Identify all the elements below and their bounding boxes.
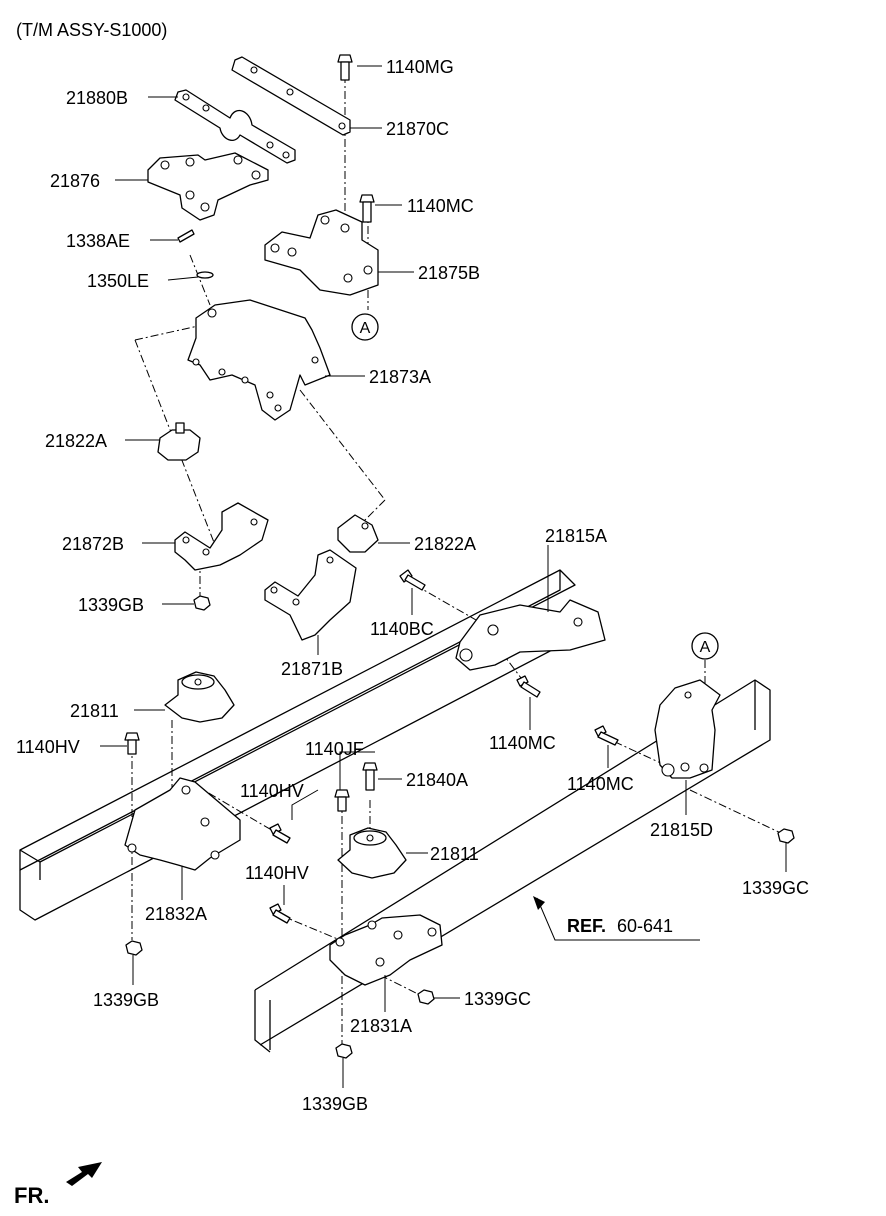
insulator-21822A-lower [337,514,379,553]
bolt-1140MC-mid-icon [516,675,541,698]
frame-rail-left [19,569,601,921]
bracket-21871B [264,549,357,641]
engine-mount-21811-right [337,827,407,879]
label-1140MC-right: 1140MC [567,774,634,794]
part-labels: 1140MG 21880B 21870C 21876 1140MC 1338AE… [16,57,809,1114]
plate-21880B [174,89,296,164]
callout-a-top: A [351,313,379,341]
label-21811-right: 21811 [430,844,479,864]
label-1350LE: 1350LE [87,271,149,291]
label-21815A: 21815A [545,526,607,546]
front-direction-indicator: FR. [14,1162,102,1208]
label-1140JF: 1140JF [305,739,364,759]
bracket-21815D [654,679,721,779]
bolt-1140MG-icon [337,54,353,81]
label-21831A: 21831A [350,1016,412,1036]
label-21870C: 21870C [386,119,449,139]
bolt-1140BC-icon [399,569,426,591]
label-1140HV-lower: 1140HV [245,863,309,883]
bracket-21815A [455,599,606,671]
pin-1338AE-icon [177,229,195,243]
label-21872B: 21872B [62,534,124,554]
washer-1350LE-icon [196,271,214,279]
ref-label-prefix: REF. [567,916,606,936]
ref-label-number: 60-641 [617,916,673,936]
label-21876: 21876 [50,171,100,191]
label-1140MG: 1140MG [386,57,454,77]
label-21815D: 21815D [650,820,713,840]
bolt-1140JF-icon [334,789,350,812]
label-1339GB-upper: 1339GB [78,595,144,615]
bracket-21875B [264,209,379,296]
label-21871B: 21871B [281,659,343,679]
bolt-1140HV-lower-icon [269,903,291,924]
label-1140HV-left: 1140HV [16,737,80,757]
plate-21870C [231,56,351,136]
label-1140MC-mid: 1140MC [489,733,556,753]
diagram-title: (T/M ASSY-S1000) [16,20,167,40]
label-21832A: 21832A [145,904,207,924]
nut-1339GB-left-icon [125,940,143,956]
bolt-1140HV-left-icon [124,732,140,755]
bracket-21876 [147,152,269,221]
label-21880B: 21880B [66,88,128,108]
bolt-1140MC-icon [359,194,375,223]
label-1339GB-bottom: 1339GB [302,1094,368,1114]
label-21822A-upper: 21822A [45,431,107,451]
bolt-1140HV-mid-icon [269,823,291,844]
front-label: FR. [14,1183,49,1208]
callout-a-top-label: A [360,320,371,337]
nut-1339GC-right-icon [777,828,795,844]
engine-mount-21811-left [164,671,235,723]
leader-lines [100,65,787,1088]
bracket-21831A [329,914,443,986]
label-1140MC-top: 1140MC [407,196,474,216]
insulator-21822A-upper [157,422,201,461]
label-1339GC-right: 1339GC [742,878,809,898]
label-21875B: 21875B [418,263,480,283]
nut-1339GB-bottom-icon [335,1043,353,1059]
label-21811-left: 21811 [70,701,119,721]
nut-1339GB-upper-icon [193,595,211,611]
bolt-21840A-icon [362,762,378,791]
bolt-1140MC-right-icon [594,725,619,746]
bracket-21872B [174,502,269,571]
bracket-21873A [187,299,331,421]
frame-rail-right [254,679,771,1053]
callout-a-right-label: A [700,639,711,656]
callout-a-right: A [691,632,719,660]
label-1339GB-left: 1339GB [93,990,159,1010]
front-arrow-icon [66,1162,102,1186]
label-1140HV-mid: 1140HV [240,781,304,801]
label-21822A-lower: 21822A [414,534,476,554]
label-1338AE: 1338AE [66,231,130,251]
label-21873A: 21873A [369,367,431,387]
ref-arrow [533,896,700,941]
bracket-21832A [124,777,241,871]
label-21840A: 21840A [406,770,468,790]
label-1140BC: 1140BC [370,619,434,639]
label-1339GC-bottom: 1339GC [464,989,531,1009]
nut-1339GC-bottom-icon [417,989,435,1005]
